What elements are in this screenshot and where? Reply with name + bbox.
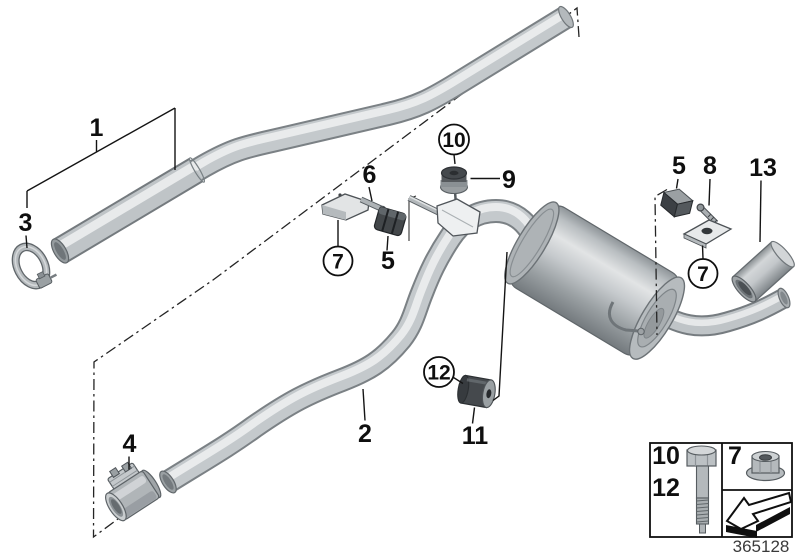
bolt-8 (696, 203, 719, 226)
muffler-front-hanger (407, 190, 481, 241)
callout-2[interactable]: 2 (358, 420, 372, 448)
cut-plane-line-rear (654, 188, 668, 336)
callout-4[interactable]: 4 (123, 430, 137, 458)
bushing-11 (457, 374, 496, 409)
callouts: 1 2 3 4 5 5 6 8 9 11 13 7 7 10 12 (19, 114, 777, 458)
callout-7-mid-circle[interactable] (322, 245, 354, 277)
direction-of-travel-arrow-icon (725, 491, 793, 538)
callout-12-circle[interactable] (423, 356, 455, 388)
hanger-bracket-7-right (682, 219, 733, 249)
callout-6[interactable]: 6 (363, 161, 377, 189)
rubber-mount-5-mid (373, 206, 407, 237)
callout-5-right[interactable]: 5 (672, 152, 686, 180)
callout-9[interactable]: 9 (502, 166, 516, 194)
callout-7-right[interactable]: 7 (697, 263, 709, 286)
hanger-bracket-7-mid (321, 193, 370, 221)
phantom-lines (92, 6, 580, 539)
callout-12[interactable]: 12 (427, 362, 450, 385)
muffler-front-cap (504, 201, 560, 285)
cut-plane-line-front (92, 6, 580, 539)
front-pipe-cut-end (558, 5, 574, 29)
hex-bolt-icon (686, 445, 717, 534)
callout-1[interactable]: 1 (90, 114, 104, 142)
flange-nut-icon (745, 450, 786, 482)
callout-10[interactable]: 10 (442, 129, 465, 152)
callout-7-mid[interactable]: 7 (332, 251, 344, 274)
rubber-mount-5-right (660, 188, 694, 218)
legend-label-7: 7 (728, 442, 742, 470)
callout-10-circle[interactable] (438, 123, 470, 156)
pipe-sleeve-seam (188, 157, 206, 183)
leader-lines (25, 107, 762, 470)
callout-13[interactable]: 13 (749, 154, 777, 182)
tailpipe (652, 287, 792, 326)
legend-label-12: 12 (652, 474, 680, 502)
sleeve-clamp-4 (105, 461, 162, 522)
callout-8[interactable]: 8 (703, 152, 717, 180)
legend-box: 10 12 7 (649, 442, 793, 538)
band-clamp-3 (11, 242, 58, 290)
rear-hanger-rod (608, 301, 645, 336)
sleeve-13 (731, 240, 795, 303)
clamp-3-screw (35, 271, 58, 289)
callout-5-mid[interactable]: 5 (381, 247, 395, 275)
legend-label-10: 10 (652, 442, 680, 470)
front-pipe (48, 4, 576, 265)
tailpipe-cut-end (777, 287, 791, 309)
clamp-4-bolt (108, 466, 121, 479)
front-pipe-open-end (50, 238, 70, 264)
centre-pipe-open-end (159, 470, 177, 494)
drawing-number: 365128 (733, 537, 790, 556)
centre-pipe (157, 207, 537, 495)
callout-3[interactable]: 3 (19, 209, 33, 237)
callout-11[interactable]: 11 (462, 422, 489, 450)
rubber-mount-9 (439, 166, 469, 195)
callout-7-right-circle[interactable] (687, 258, 719, 289)
